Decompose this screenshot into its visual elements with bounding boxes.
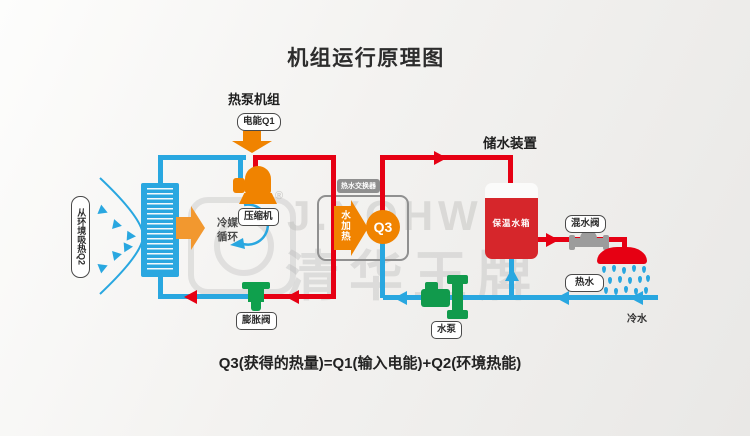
water-droplets-icon [598,264,650,298]
air-arrow-icon [112,249,123,261]
pipe-cold-evap-top [158,158,163,186]
refrigerant-arrow-shaft [176,217,191,239]
insulated-tank-label: 保温水箱 [492,218,531,228]
refrigerant-cycle-label: 冷媒循环 [217,217,238,244]
flow-arrow-left-icon [184,290,197,304]
pipe-cold-bottom [160,294,262,299]
compressor-base [239,193,277,204]
flow-arrow-right-icon [546,233,559,247]
energy-formula: Q3(获得的热量)=Q1(输入电能)+Q2(环境热能) [218,355,522,372]
ambient-heat-label: 从环境吸热Q2 [71,196,91,278]
cycle-arc-arrow-icon [230,203,270,249]
heat-exchanger-box [317,195,409,261]
pipe-cold-water-up [380,240,385,298]
compressor-body [245,166,271,194]
shower-head-icon [597,247,647,264]
watermark-registered-icon: ® [275,190,284,202]
water-pump-icon [421,275,468,319]
mixing-valve-ball [580,230,597,247]
expansion-valve-icon [242,282,270,289]
pipe-cold-evap-bottom [158,274,163,299]
pipe-shower-drop [622,240,627,250]
expansion-valve-label: 膨胀阀 [236,312,277,330]
page-title: 机组运行原理图 [287,47,445,70]
pipe-cold-compressor-inlet [238,158,243,182]
compressor-inlet-port [233,178,245,193]
flow-arrow-left-icon [630,291,643,305]
pipe-hot-compressor-outlet [253,158,258,170]
water-heating-arrow-shaft [334,206,351,250]
flow-arrow-left-icon [394,291,407,305]
mixing-valve-left-cap [569,235,575,250]
section-heat-pump-unit: 热泵机组 [228,92,281,107]
compressor-label: 压缩机 [238,208,279,226]
mixing-valve-right-cap [603,235,609,250]
evaporator-fins [147,188,173,272]
pipe-hot-down [331,158,336,299]
air-arrow-icon [126,230,137,242]
q3-badge: Q3 [366,210,400,244]
refrigerant-arrow-head-icon [191,206,205,250]
hot-water-label: 热水 [565,274,605,292]
insulated-tank: 保温水箱 [485,183,538,259]
expansion-valve-tip [251,302,261,311]
pipe-heated-water-up [380,158,385,242]
cold-water-label: 冷水 [627,314,647,325]
flow-arrow-up-icon [505,268,519,281]
electric-input-label: 电能Q1 [237,113,281,131]
water-heating-arrow-head-icon [351,200,368,256]
water-pump-label: 水泵 [431,321,463,339]
section-water-storage: 储水装置 [483,136,537,151]
air-stream-lines-icon [99,177,143,295]
flow-arrow-right-icon [434,151,447,165]
flow-arrow-left-icon [286,290,299,304]
water-heating-label: 水加热 [339,210,350,242]
evaporator-coil [141,183,179,277]
pipe-cold-water-bottom [383,295,658,300]
electric-arrow-shaft [243,131,261,141]
air-arrow-icon [123,241,134,253]
tank-body [485,198,538,259]
pipe-hot-top [253,155,336,160]
expansion-valve-stem [248,289,264,302]
mixing-valve-label: 混水阀 [565,215,606,233]
pipe-cold-top [158,155,246,160]
pipe-tank-inlet [508,158,513,185]
electric-arrow-head-icon [232,141,272,153]
flow-arrow-left-icon [556,291,569,305]
heat-exchanger-tag: 热水交换器 [337,179,380,193]
